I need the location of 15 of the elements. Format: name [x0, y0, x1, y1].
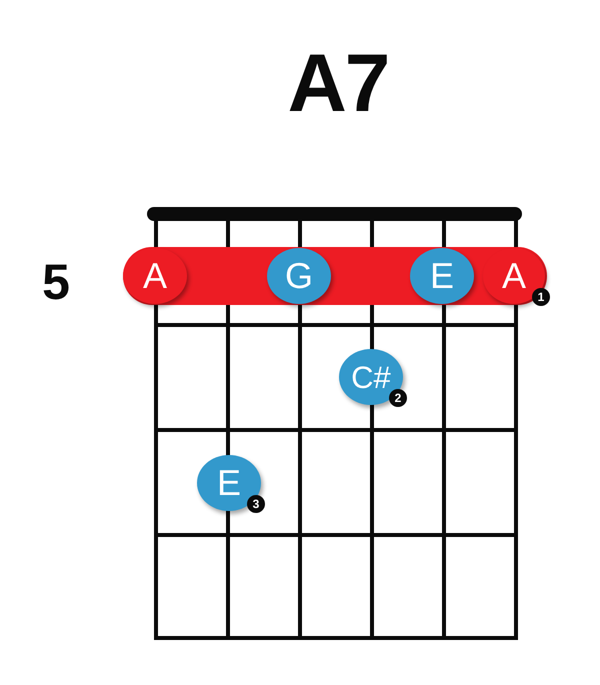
finger-number: 1 [532, 288, 550, 306]
note-name: E [430, 258, 454, 294]
note-name: G [284, 258, 313, 294]
finger-number: 2 [389, 389, 407, 407]
note-dot [123, 248, 187, 304]
barre-bar [123, 247, 547, 305]
note-dot [410, 248, 474, 304]
note-name: A [142, 258, 167, 294]
fret-number: 5 [42, 257, 70, 307]
note-dot [267, 248, 331, 304]
chord-title: A7 [288, 43, 388, 125]
note-name: C# [351, 362, 391, 392]
finger-number: 3 [247, 495, 265, 513]
note-name: A [502, 258, 526, 294]
note-name: E [216, 465, 241, 501]
